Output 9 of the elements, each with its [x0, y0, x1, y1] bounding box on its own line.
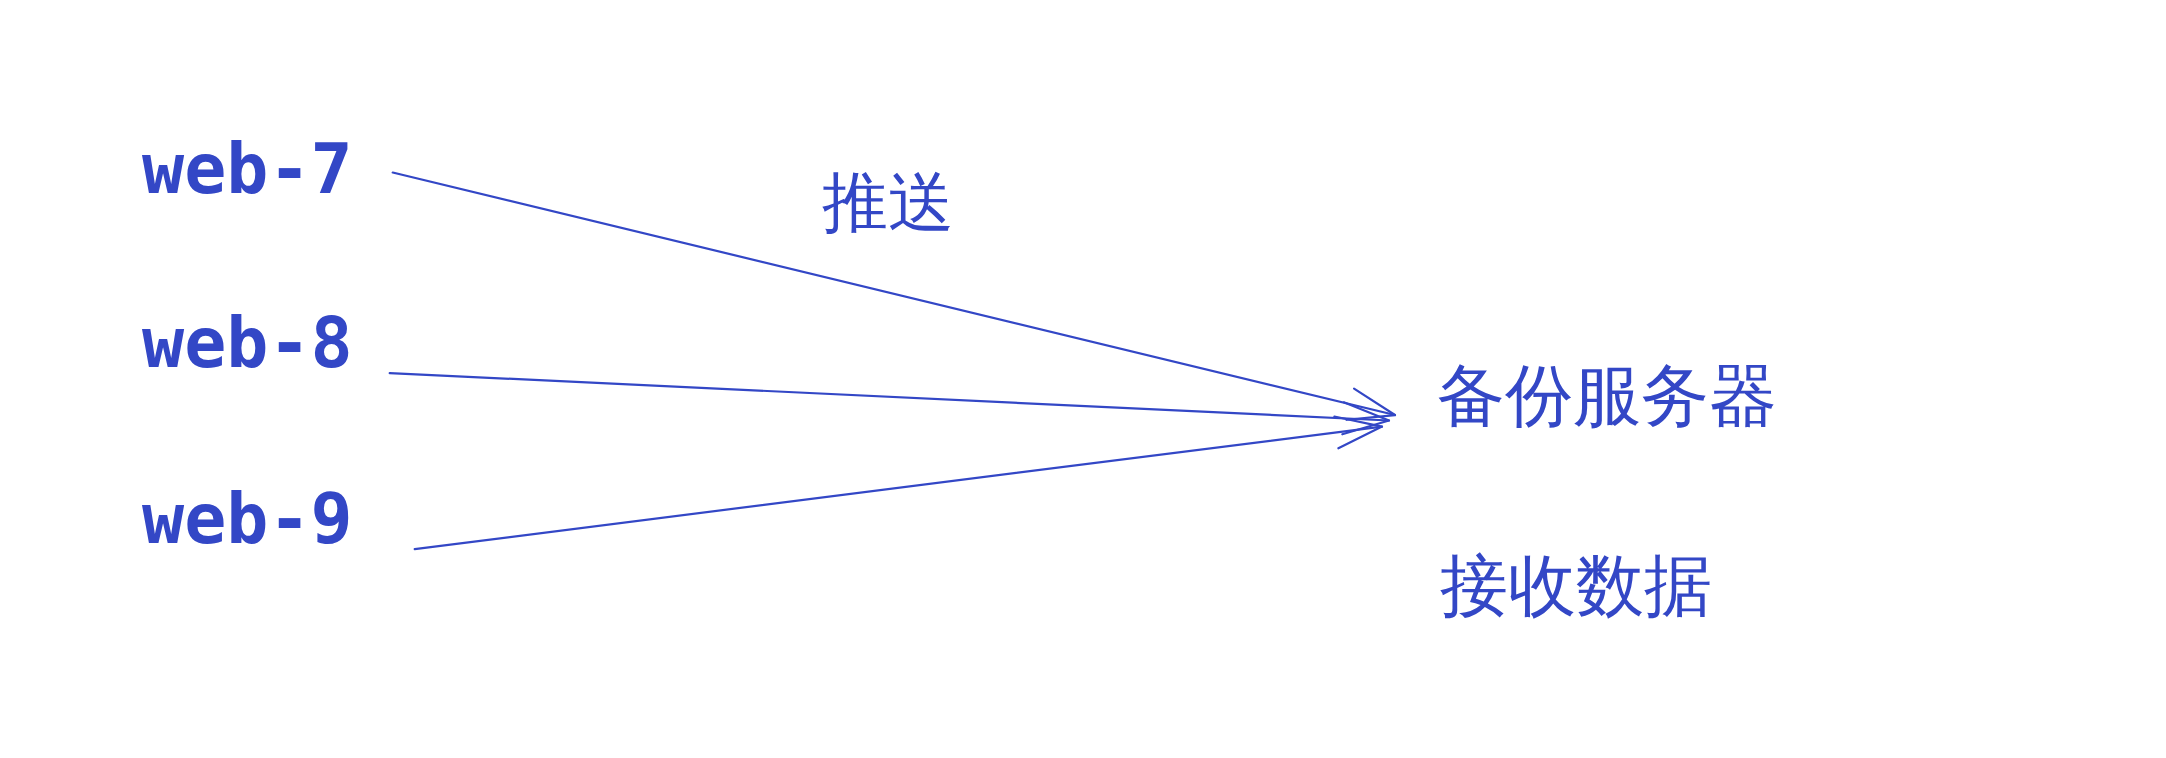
server-name: 备份服务器 [1437, 362, 1777, 430]
arrow [388, 372, 1391, 436]
annotation-text: 推送 [822, 170, 954, 236]
arrow [391, 171, 1397, 421]
host-name: web-7 [142, 134, 353, 204]
host-name: web-9 [142, 484, 353, 554]
note-text: 接收数据 [1440, 552, 1712, 620]
host-name: web-8 [142, 308, 353, 378]
arrow [413, 415, 1384, 551]
